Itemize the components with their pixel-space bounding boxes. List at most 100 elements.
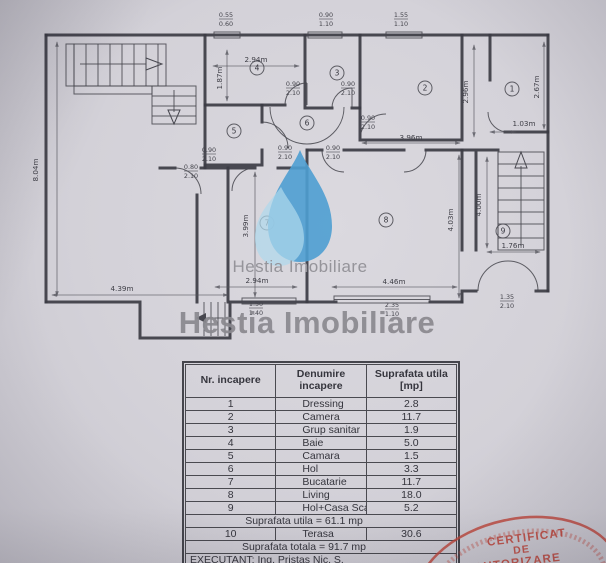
table-cell: 11.7 — [365, 410, 458, 424]
table-cell: 2 — [184, 410, 277, 424]
table-cell: Camera — [275, 410, 367, 424]
table-cell: 30.6 — [365, 527, 458, 541]
svg-text:0.90: 0.90 — [361, 114, 375, 122]
staircase-top-left — [65, 43, 197, 126]
dimension-label: 3.96m — [399, 133, 422, 142]
room-marker: 5 — [226, 123, 242, 139]
table-cell: Suprafata totala = 91.7 mp — [185, 540, 457, 554]
svg-text:2.10: 2.10 — [184, 172, 198, 180]
svg-text:2.10: 2.10 — [500, 302, 514, 310]
watermark-logo — [255, 150, 332, 266]
dimension-label: 1.87m — [215, 66, 224, 89]
svg-text:0.90: 0.90 — [278, 144, 292, 152]
dimension-lines — [51, 41, 546, 299]
header-suprafata-utila: Suprafata utila [mp] — [365, 364, 458, 398]
room-marker: 9 — [495, 223, 511, 239]
dimension-label: 4.03m — [446, 208, 455, 231]
room-marker: 2 — [417, 80, 433, 96]
svg-text:0.55: 0.55 — [219, 11, 233, 19]
room-marker: 6 — [299, 115, 315, 131]
opening-size-label: 0.902.10 — [326, 144, 340, 161]
table-cell: 3.3 — [365, 462, 458, 476]
dimension-label: 2.94m — [244, 55, 267, 64]
table-cell: 8 — [184, 488, 277, 502]
door-swings — [174, 82, 539, 292]
svg-text:2.10: 2.10 — [278, 153, 292, 161]
dimension-label: 1.03m — [512, 119, 535, 128]
table-cell: 1 — [184, 397, 277, 411]
table-cell: Grup sanitar — [275, 423, 367, 437]
table-cell: 2.8 — [365, 397, 458, 411]
dimension-label: 4.46m — [382, 277, 405, 286]
svg-text:1.10: 1.10 — [385, 310, 399, 318]
svg-text:2: 2 — [423, 84, 428, 93]
dimension-label: 2.67m — [532, 75, 541, 98]
opening-size-label: 0.902.10 — [278, 144, 292, 161]
table-cell: 9 — [184, 501, 277, 515]
table-cell: Suprafata utila = 61.1 mp — [185, 514, 457, 528]
svg-text:1.10: 1.10 — [394, 20, 408, 28]
table-cell: Living — [275, 488, 367, 502]
table-cell: Hol — [275, 462, 367, 476]
entry-steps — [196, 302, 228, 336]
dimension-label: 1.76m — [501, 241, 524, 250]
room-marker: 3 — [329, 65, 345, 81]
table-cell: 6 — [184, 462, 277, 476]
dimension-label: 3.99m — [241, 214, 250, 237]
table-cell: Terasa — [275, 527, 367, 541]
dimension-label: 8.04m — [31, 158, 40, 181]
dimension-label: 2.96m — [461, 80, 470, 103]
svg-text:1.35: 1.35 — [500, 293, 514, 301]
opening-size-label: 0.550.60 — [219, 11, 233, 28]
room-marker: 1 — [504, 81, 520, 97]
table-cell: 4 — [184, 436, 277, 450]
table-cell: 5 — [184, 449, 277, 463]
svg-text:9: 9 — [501, 227, 506, 236]
svg-text:0.90: 0.90 — [319, 11, 333, 19]
svg-text:1.55: 1.55 — [394, 11, 408, 19]
svg-text:0.90: 0.90 — [286, 80, 300, 88]
svg-text:0.90: 0.90 — [202, 146, 216, 154]
table-cell: 11.7 — [365, 475, 458, 489]
dimension-label: 4.39m — [110, 284, 133, 293]
svg-text:3: 3 — [335, 69, 340, 78]
svg-text:0.60: 0.60 — [219, 20, 233, 28]
table-cell: Baie — [275, 436, 367, 450]
opening-size-label: 1.352.10 — [500, 293, 514, 310]
watermark-text-large: Hestia Imobiliare — [179, 305, 436, 340]
svg-text:0.80: 0.80 — [184, 163, 198, 171]
svg-text:5: 5 — [232, 127, 237, 136]
svg-text:2.10: 2.10 — [286, 89, 300, 97]
table-row: Suprafata utila = 61.1 mp — [185, 514, 457, 528]
dimension-label: 4.00m — [474, 193, 483, 216]
svg-text:1: 1 — [510, 85, 515, 94]
svg-text:6: 6 — [305, 119, 310, 128]
table-cell: Dressing — [275, 397, 367, 411]
watermark-text-small: Hestia Imobiliare — [232, 257, 367, 276]
opening-size-label: 1.501.40 — [249, 300, 263, 317]
svg-text:2.10: 2.10 — [202, 155, 216, 163]
table-row: EXECUTANT: Ing. Pristas Nic. S. — [185, 553, 457, 563]
table-cell: EXECUTANT: Ing. Pristas Nic. S. — [185, 553, 457, 563]
table-cell: 1.9 — [365, 423, 458, 437]
table-cell: 5.2 — [365, 501, 458, 515]
svg-text:1.40: 1.40 — [249, 309, 263, 317]
opening-size-label: 0.902.10 — [202, 146, 216, 163]
opening-size-label: 2.351.10 — [385, 301, 399, 318]
table-cell: Hol+Casa Scarii — [275, 501, 367, 515]
room-area-table: Nr. incapere Denumire incapere Suprafata… — [182, 361, 460, 563]
opening-size-label: 0.901.10 — [319, 11, 333, 28]
table-cell: Camara — [275, 449, 367, 463]
table-cell: 7 — [184, 475, 277, 489]
opening-size-label: 0.902.10 — [286, 80, 300, 97]
table-header-row: Nr. incapere Denumire incapere Suprafata… — [184, 364, 458, 398]
opening-size-label: 0.902.10 — [361, 114, 375, 131]
door-window-size-labels: 0.550.600.901.101.551.100.902.100.902.10… — [184, 11, 514, 318]
svg-text:0.90: 0.90 — [341, 80, 355, 88]
